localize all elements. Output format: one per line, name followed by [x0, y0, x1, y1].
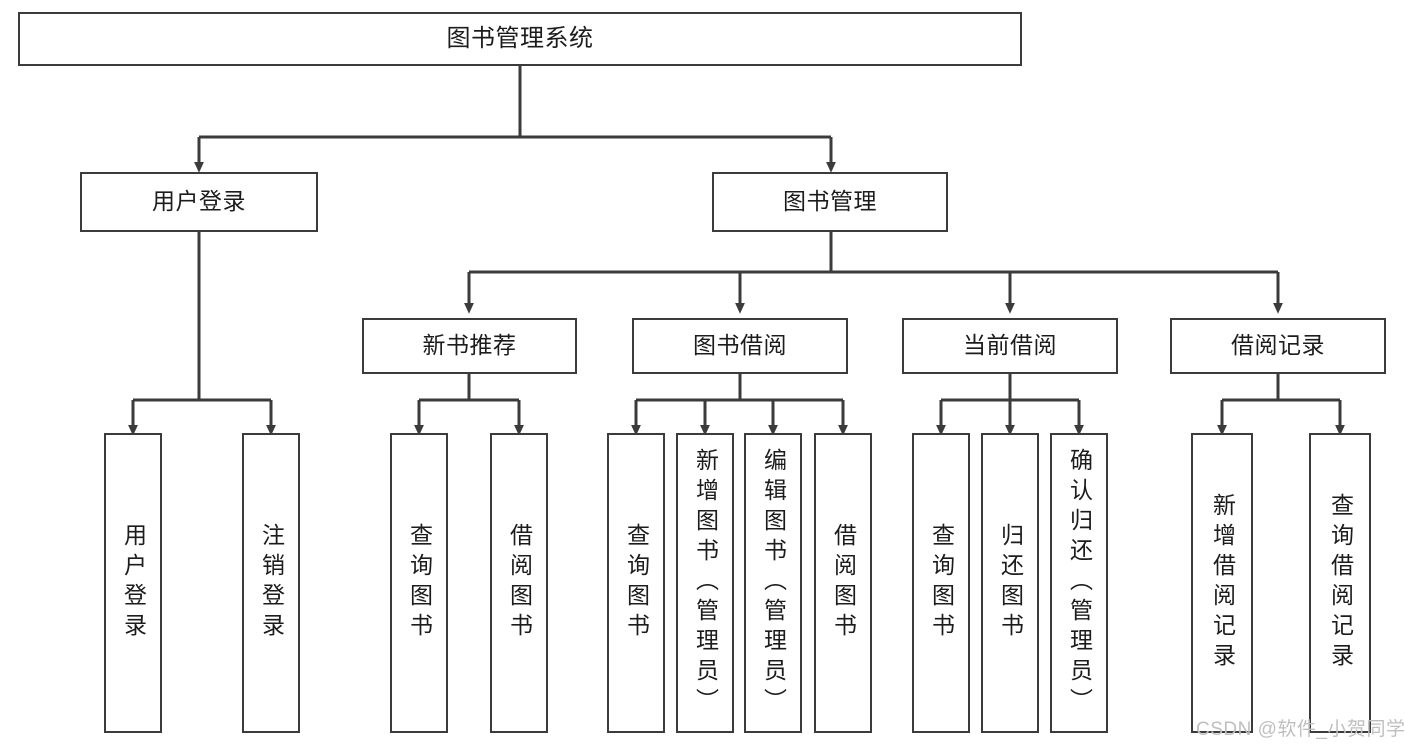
node-new-book-recommend-label: 新书推荐	[422, 332, 517, 359]
leaf-borrow-book-1-label: 借阅图书	[506, 523, 533, 643]
leaf-confirm-return[interactable]: 确认归还（管理员）	[1050, 433, 1108, 733]
leaf-query-book-3[interactable]: 查询图书	[912, 433, 970, 733]
csdn-watermark: CSDN @软件_小贺同学	[1196, 719, 1405, 740]
leaf-borrow-book-2[interactable]: 借阅图书	[814, 433, 872, 733]
leaf-logout[interactable]: 注销登录	[242, 433, 300, 733]
leaf-query-book-2[interactable]: 查询图书	[607, 433, 665, 733]
leaf-query-record-label: 查询借阅记录	[1327, 493, 1354, 673]
node-new-book-recommend[interactable]: 新书推荐	[362, 318, 577, 374]
leaf-add-book-label: 新增图书（管理员）	[692, 448, 719, 718]
leaf-confirm-return-label: 确认归还（管理员）	[1066, 448, 1093, 718]
leaf-borrow-book-1[interactable]: 借阅图书	[490, 433, 548, 733]
node-book-borrow[interactable]: 图书借阅	[632, 318, 848, 374]
leaf-return-book-label: 归还图书	[997, 523, 1024, 643]
leaf-logout-label: 注销登录	[258, 523, 285, 643]
node-root-system-label: 图书管理系统	[446, 24, 594, 52]
leaf-user-login-label: 用户登录	[120, 523, 147, 643]
leaf-edit-book[interactable]: 编辑图书（管理员）	[744, 433, 802, 733]
leaf-return-book[interactable]: 归还图书	[981, 433, 1039, 733]
node-root-system[interactable]: 图书管理系统	[18, 12, 1022, 66]
node-borrow-record-label: 借阅记录	[1231, 332, 1325, 359]
leaf-add-record-label: 新增借阅记录	[1209, 493, 1236, 673]
node-borrow-record[interactable]: 借阅记录	[1170, 318, 1386, 374]
leaf-user-login[interactable]: 用户登录	[104, 433, 162, 733]
leaf-query-book-1-label: 查询图书	[406, 523, 433, 643]
node-current-borrow-label: 当前借阅	[963, 332, 1057, 359]
node-user-login[interactable]: 用户登录	[80, 172, 318, 232]
leaf-query-book-1[interactable]: 查询图书	[390, 433, 448, 733]
node-book-manage[interactable]: 图书管理	[712, 172, 948, 232]
node-current-borrow[interactable]: 当前借阅	[902, 318, 1118, 374]
leaf-query-book-2-label: 查询图书	[623, 523, 650, 643]
leaf-edit-book-label: 编辑图书（管理员）	[760, 448, 787, 718]
leaf-borrow-book-2-label: 借阅图书	[830, 523, 857, 643]
node-book-manage-label: 图书管理	[783, 188, 877, 215]
leaf-add-book[interactable]: 新增图书（管理员）	[676, 433, 734, 733]
leaf-add-record[interactable]: 新增借阅记录	[1191, 433, 1253, 733]
node-user-login-label: 用户登录	[152, 188, 246, 215]
leaf-query-record[interactable]: 查询借阅记录	[1309, 433, 1371, 733]
leaf-query-book-3-label: 查询图书	[928, 523, 955, 643]
node-book-borrow-label: 图书借阅	[693, 332, 787, 359]
